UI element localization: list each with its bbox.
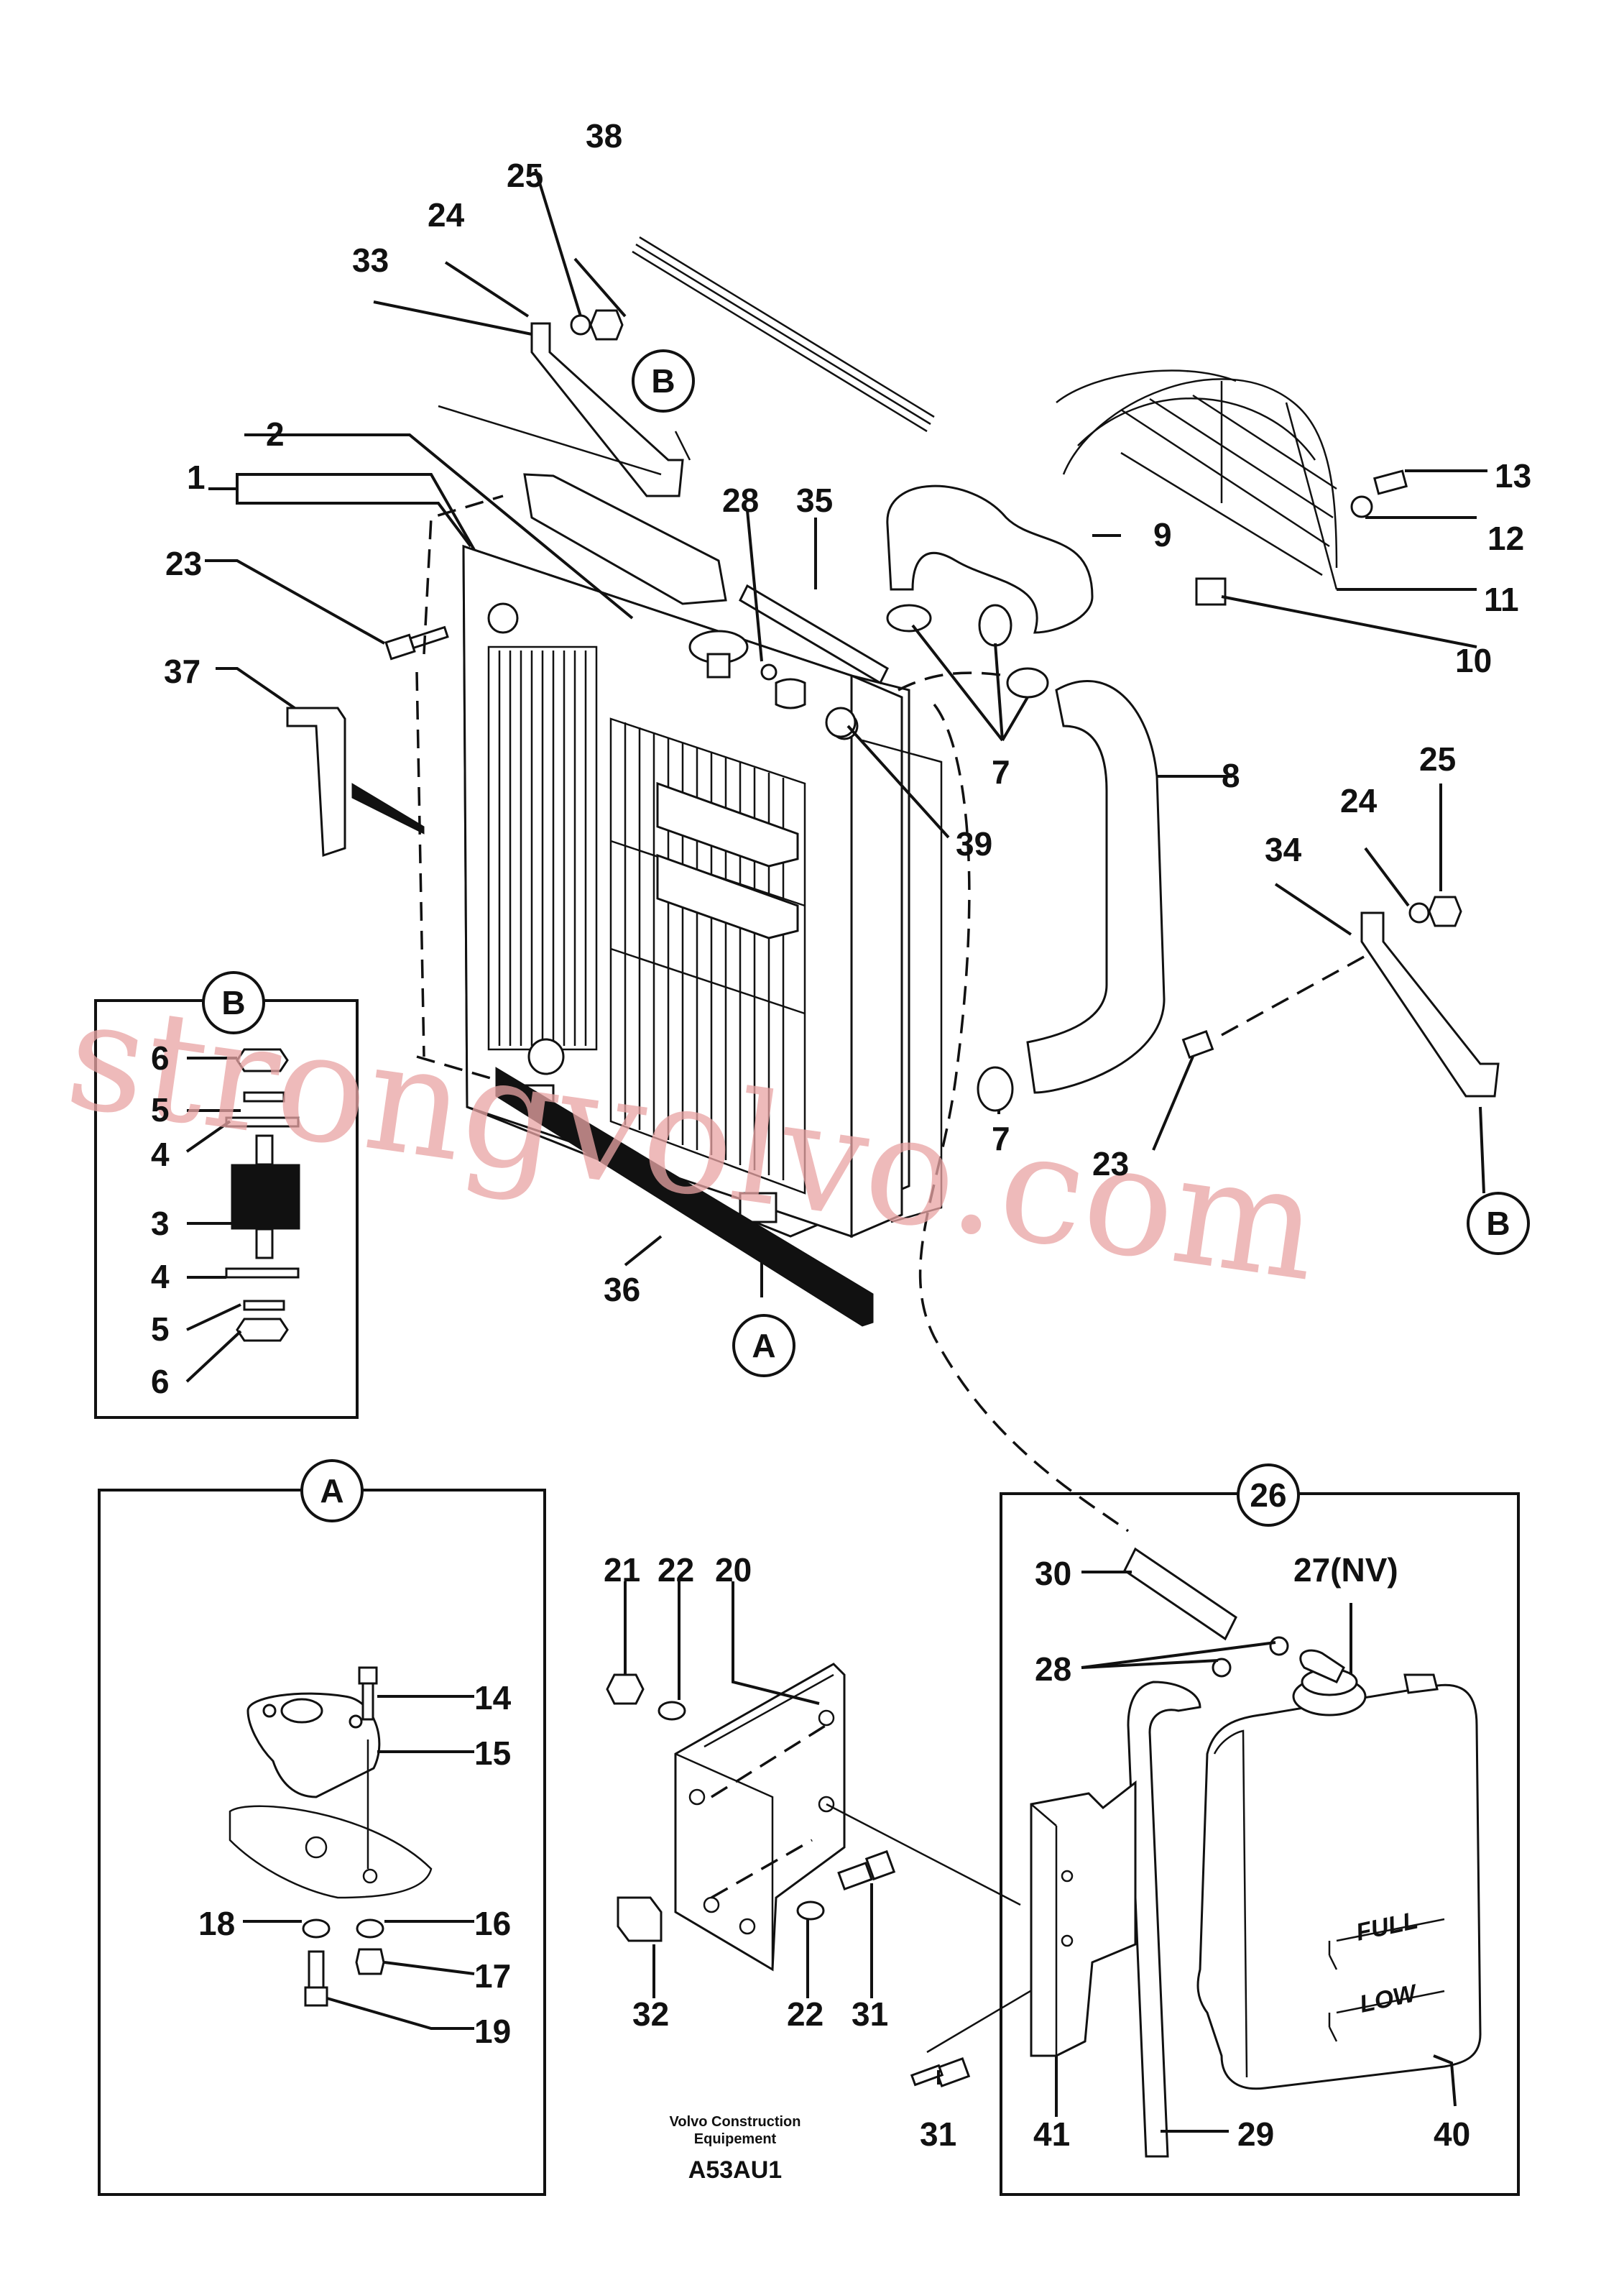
marker-a-box: A (320, 1472, 343, 1509)
bracket-33 (530, 322, 684, 497)
callout-1: 1 (187, 459, 206, 496)
fan-guard-11 (1056, 369, 1338, 590)
callout-28b: 28 (1035, 1650, 1071, 1688)
callout-17: 17 (474, 1957, 511, 1995)
marker-b-right: B (1486, 1205, 1510, 1242)
leader-lines-a (243, 1695, 475, 2030)
marker-b-box: B (221, 984, 245, 1021)
callout-27: 27(NV) (1293, 1551, 1398, 1589)
leader-lines-bracket (624, 1581, 1086, 2085)
maker-line-1: Volvo Construction (670, 2114, 801, 2130)
tool-37 (286, 707, 346, 858)
callout-6b: 6 (151, 1363, 170, 1400)
callout-9: 9 (1153, 516, 1172, 553)
marker-26: 26 (1250, 1476, 1286, 1514)
hose-8 (1026, 680, 1166, 1094)
callout-22a: 22 (658, 1551, 694, 1589)
leader-lines-main (205, 168, 1487, 1297)
callout-28a: 28 (722, 482, 759, 519)
strip-35 (739, 584, 889, 685)
detail-a-parts (229, 1666, 433, 2007)
callout-2: 2 (266, 415, 285, 453)
bolt-23-left (384, 625, 449, 661)
callout-23b: 23 (1092, 1145, 1129, 1182)
callout-22b: 22 (787, 1995, 823, 2033)
callout-25b: 25 (1419, 740, 1456, 778)
callout-4a: 4 (151, 1136, 170, 1173)
rubber-strip-36 (495, 1067, 874, 1327)
callout-3: 3 (151, 1205, 170, 1242)
callout-41: 41 (1033, 2115, 1070, 2153)
callout-30: 30 (1035, 1555, 1071, 1592)
rubber-strip-38 (632, 236, 935, 433)
callout-labels: 1 2 3 4 4 5 5 6 6 7 7 8 9 10 11 12 13 14… (151, 117, 1531, 2153)
detail-26-parts (1030, 1547, 1482, 2158)
callout-31b: 31 (920, 2115, 956, 2153)
callout-19: 19 (474, 2013, 511, 2050)
callout-24a: 24 (428, 196, 465, 234)
marker-a-main: A (752, 1327, 775, 1364)
full-mark (1328, 1918, 1445, 1970)
callout-35: 35 (796, 482, 833, 519)
callout-7b: 7 (992, 1120, 1010, 1157)
callout-10: 10 (1455, 642, 1492, 679)
marker-b-top: B (651, 362, 675, 400)
leader-lines-26 (1055, 1571, 1457, 2133)
maker-line-2: Equipement (694, 2131, 777, 2147)
callout-36: 36 (604, 1271, 640, 1308)
callout-32: 32 (632, 1995, 669, 2033)
callout-15: 15 (474, 1734, 511, 1772)
detail-a-box (98, 1489, 546, 2196)
callout-21: 21 (604, 1551, 640, 1589)
callout-5a: 5 (151, 1091, 170, 1129)
callout-38: 38 (586, 117, 622, 155)
callout-8: 8 (1222, 757, 1240, 794)
callout-25a: 25 (507, 157, 543, 194)
callout-40: 40 (1434, 2115, 1470, 2153)
fin-panel-right (609, 717, 806, 1195)
callout-7a: 7 (992, 753, 1010, 791)
callout-16: 16 (474, 1905, 511, 1942)
callout-34: 34 (1265, 831, 1302, 868)
callout-11: 11 (1484, 581, 1519, 618)
leader-lines-b (185, 1057, 242, 1383)
drawing-footer: Volvo Construction Equipement A53AU1 (670, 2114, 801, 2184)
callout-31a: 31 (852, 1995, 888, 2033)
callout-5b: 5 (151, 1310, 170, 1348)
callout-18: 18 (198, 1905, 235, 1942)
callout-12: 12 (1487, 520, 1524, 557)
dash-lines (415, 405, 1366, 1532)
callout-23a: 23 (165, 545, 202, 582)
callout-13: 13 (1495, 457, 1531, 495)
callout-4b: 4 (151, 1258, 170, 1295)
callout-14: 14 (474, 1679, 512, 1716)
callout-33: 33 (352, 242, 389, 279)
drawing-code: A53AU1 (688, 2156, 782, 2184)
callout-39: 39 (956, 825, 992, 863)
callout-29: 29 (1237, 2115, 1274, 2153)
callout-6a: 6 (151, 1039, 170, 1077)
detail-b-parts (225, 1048, 300, 1342)
callout-20: 20 (715, 1551, 752, 1589)
callout-37: 37 (164, 653, 200, 690)
detail-markers: A A B B B 26 (202, 349, 1530, 1527)
bracket-34 (1360, 911, 1500, 1098)
low-mark (1328, 1990, 1445, 2042)
radiator-core (462, 473, 943, 1238)
callout-24b: 24 (1340, 782, 1378, 819)
hose-9 (886, 484, 1094, 634)
